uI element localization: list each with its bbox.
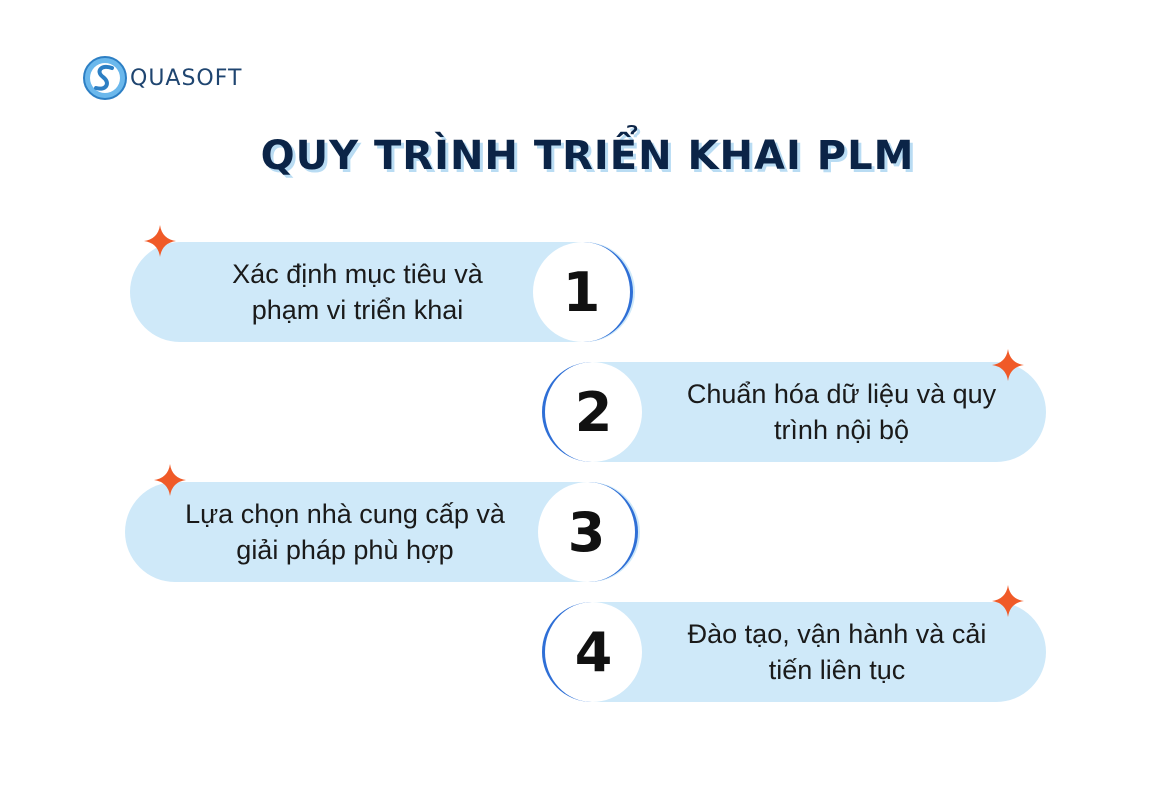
brand-logo: QUASOFT: [82, 55, 242, 101]
step-3-text: Lựa chọn nhà cung cấp và giải pháp phù h…: [125, 482, 565, 582]
sparkle-icon: [992, 585, 1024, 617]
step-2-text: Chuẩn hóa dữ liệu và quy trình nội bộ: [637, 362, 1046, 462]
sparkle-icon: [992, 349, 1024, 381]
step-2-line-1: Chuẩn hóa dữ liệu và quy: [686, 379, 997, 409]
step-4-line-2: tiến liên tục: [768, 655, 906, 685]
step-1-text: Xác định mục tiêu và phạm vi triển khai: [130, 242, 585, 342]
step-4-number: 4: [542, 602, 642, 702]
page-title: QUY TRÌNH TRIỂN KHAI PLM: [260, 133, 915, 179]
step-2-line-2: trình nội bộ: [773, 415, 910, 445]
step-4-line-1: Đào tạo, vận hành và cải: [687, 619, 987, 649]
brand-name: QUASOFT: [130, 65, 243, 91]
step-2-number: 2: [542, 362, 642, 462]
step-3-line-2: giải pháp phù hợp: [236, 535, 454, 565]
sparkle-icon: [154, 464, 186, 496]
quasoft-logo-icon: [83, 56, 127, 100]
step-3-number: 3: [538, 482, 638, 582]
step-1-number: 1: [533, 242, 633, 342]
sparkle-icon: [144, 225, 176, 257]
step-4-text: Đào tạo, vận hành và cải tiến liên tục: [637, 602, 1037, 702]
step-1-line-1: Xác định mục tiêu và: [232, 259, 483, 289]
step-1-card: Xác định mục tiêu và phạm vi triển khai: [130, 242, 635, 342]
step-3-line-1: Lựa chọn nhà cung cấp và: [185, 499, 505, 529]
step-1-line-2: phạm vi triển khai: [251, 295, 464, 325]
